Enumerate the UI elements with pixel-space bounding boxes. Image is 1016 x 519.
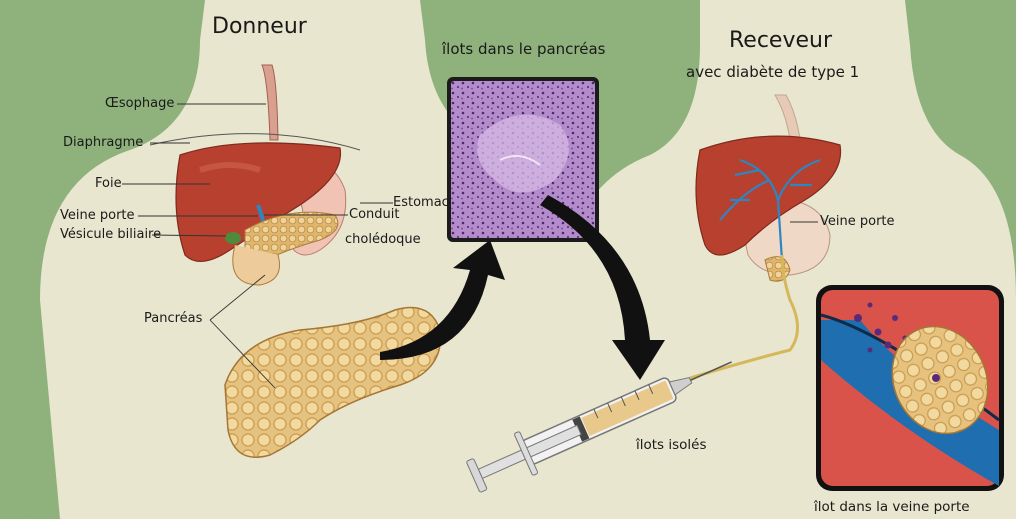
label-islet-in-portal-vein: îlot dans la veine porte	[814, 499, 970, 515]
gallbladder	[225, 232, 241, 244]
label-stomach: Estomac	[393, 195, 449, 210]
label-pancreas: Pancréas	[144, 311, 202, 326]
label-diaphragm: Diaphragme	[63, 135, 143, 150]
label-bile-duct-line1: Conduit	[349, 207, 399, 222]
label-portal-vein: Veine porte	[60, 208, 135, 223]
label-recipient-portal-vein: Veine porte	[820, 214, 895, 229]
recipient-subtitle: avec diabète de type 1	[686, 63, 859, 81]
label-liver: Foie	[95, 176, 122, 191]
label-isolated-islets: îlots isolés	[636, 437, 707, 453]
donor-title: Donneur	[212, 14, 307, 39]
label-bile-duct-line2: cholédoque	[345, 232, 421, 247]
label-gallbladder: Vésicule biliaire	[60, 227, 161, 242]
label-islets-in-pancreas: îlots dans le pancréas	[442, 40, 605, 58]
inset-islet-cell	[932, 374, 940, 382]
recipient-title: Receveur	[729, 28, 832, 53]
label-esophagus: Œsophage	[105, 96, 174, 111]
